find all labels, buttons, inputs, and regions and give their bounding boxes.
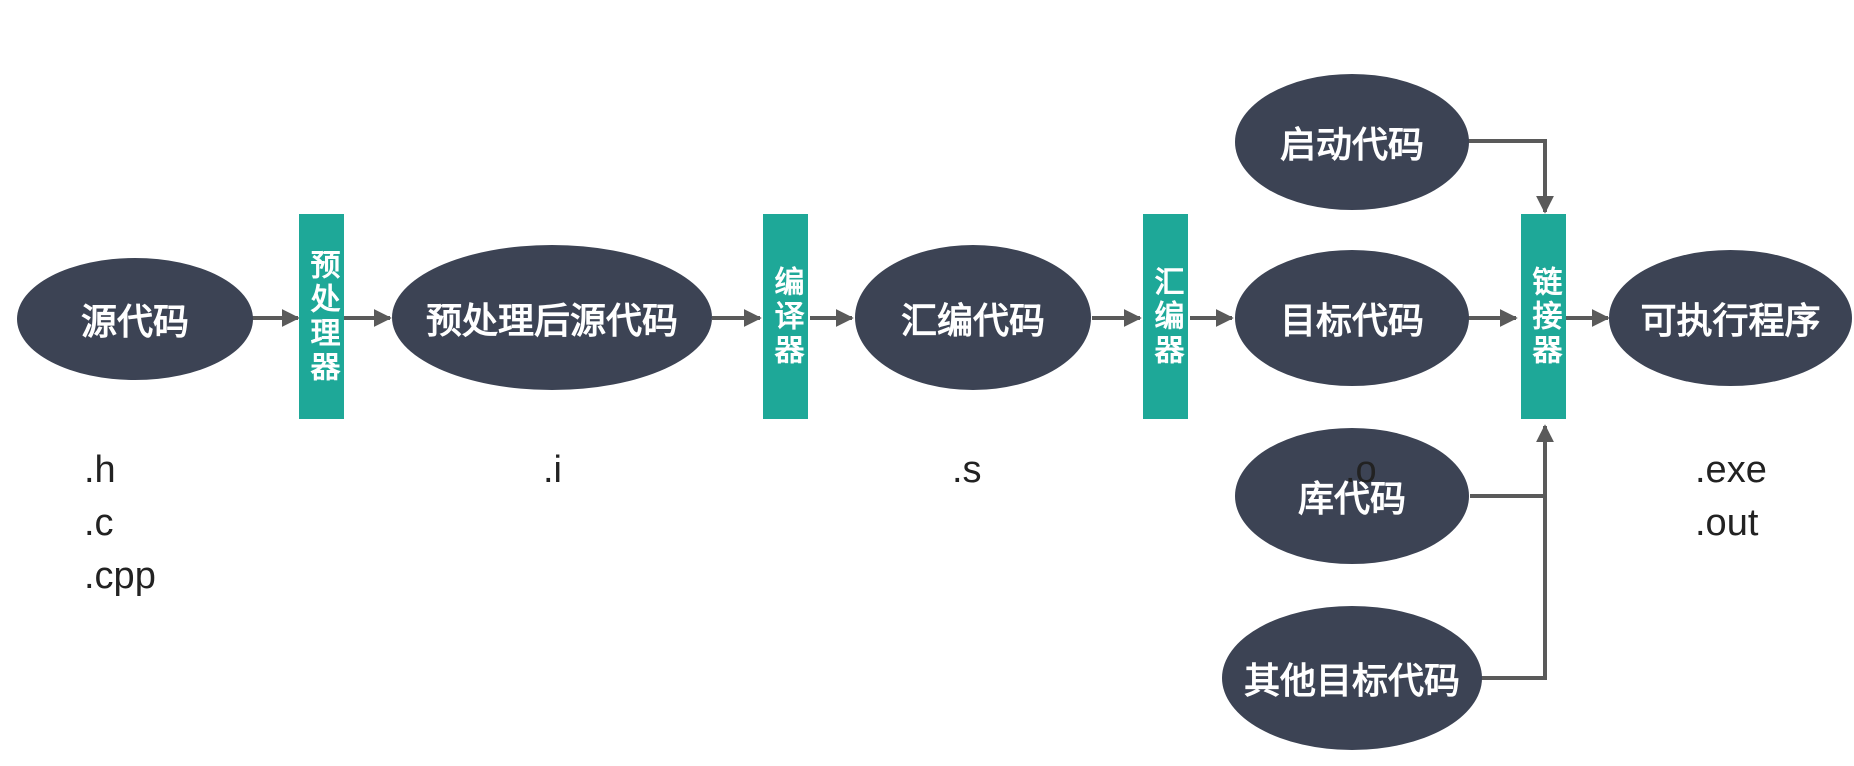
extension-exe: .exe — [1695, 449, 1767, 491]
extension-s: .s — [952, 449, 982, 491]
node-assembly-code-label: 汇编代码 — [900, 300, 1045, 342]
tool-compiler: 编译器 — [763, 214, 808, 419]
extension-cpp: .cpp — [84, 555, 156, 597]
tool-preprocessor-label: 预处理器 — [304, 248, 340, 385]
extensions-object: .o — [1345, 444, 1377, 497]
node-source-code: 源代码 — [17, 258, 253, 380]
arrow-library-to-linker — [1470, 424, 1554, 498]
extension-c: .c — [84, 502, 114, 544]
extensions-executable: .exe .out — [1695, 444, 1767, 550]
node-preprocessed-source-label: 预处理后源代码 — [425, 300, 678, 342]
node-object-code-label: 目标代码 — [1279, 301, 1424, 342]
extension-i: .i — [543, 449, 562, 491]
tool-preprocessor: 预处理器 — [299, 214, 344, 419]
extensions-preprocessed: .i — [543, 444, 562, 497]
node-startup-code: 启动代码 — [1235, 74, 1469, 210]
node-source-code-label: 源代码 — [80, 302, 189, 343]
extension-o: .o — [1345, 449, 1377, 491]
tool-assembler: 汇编器 — [1143, 214, 1188, 419]
extension-out: .out — [1695, 502, 1759, 544]
extension-h: .h — [84, 449, 116, 491]
node-other-object-code-label: 其他目标代码 — [1243, 661, 1460, 702]
extensions-source: .h .c .cpp — [84, 444, 156, 603]
node-library-code: 库代码 — [1235, 428, 1469, 564]
node-object-code: 目标代码 — [1235, 250, 1469, 386]
tool-assembler-label: 汇编器 — [1148, 265, 1184, 368]
node-assembly-code: 汇编代码 — [855, 245, 1091, 390]
node-executable: 可执行程序 — [1609, 250, 1852, 386]
node-other-object-code: 其他目标代码 — [1222, 606, 1482, 750]
arrow-startup-to-linker — [1468, 139, 1554, 214]
extensions-assembly: .s — [952, 444, 982, 497]
tool-linker-label: 链接器 — [1526, 265, 1562, 368]
node-library-code-label: 库代码 — [1297, 479, 1406, 520]
tool-compiler-label: 编译器 — [768, 265, 804, 368]
node-executable-label: 可执行程序 — [1640, 301, 1821, 342]
tool-linker: 链接器 — [1521, 214, 1566, 419]
node-preprocessed-source: 预处理后源代码 — [392, 245, 712, 390]
node-startup-code-label: 启动代码 — [1279, 125, 1424, 166]
line-other-object-to-linker — [1480, 496, 1547, 680]
